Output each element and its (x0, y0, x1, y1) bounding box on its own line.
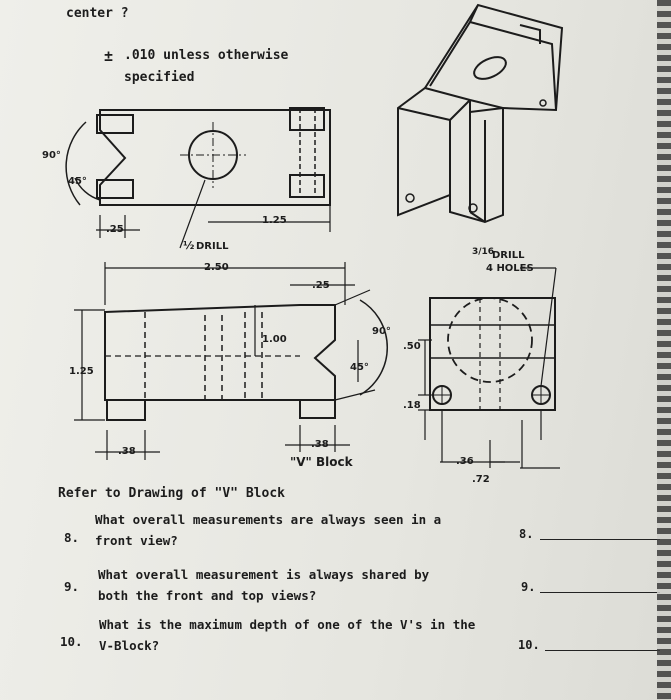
front-dim-38-left: .38 (118, 446, 136, 457)
question-10-line2: V-Block? (99, 638, 160, 653)
question-9-line2: both the front and top views? (98, 588, 317, 603)
front-angle-90: 90° (372, 326, 391, 337)
tolerance-symbol: ± (104, 47, 114, 65)
question-8-line1: What overall measurements are always see… (95, 512, 442, 527)
question-8-line2: front view? (95, 533, 178, 548)
top-angle-90: 90° (42, 150, 61, 161)
refer-text: Refer to Drawing of "V" Block (58, 486, 285, 501)
front-overall-width: 2.50 (204, 262, 229, 273)
side-dim-72: .72 (472, 474, 490, 485)
side-dim-18: .18 (403, 400, 421, 411)
front-dim-100: 1.00 (262, 334, 287, 345)
side-view (418, 267, 560, 469)
answer-10-line[interactable] (545, 650, 660, 651)
question-8-text: What overall measurements are always see… (95, 509, 441, 551)
front-angle-45: 45° (350, 362, 369, 373)
question-9-text: What overall measurement is always share… (98, 564, 429, 606)
top-angle-45: 45° (68, 176, 87, 187)
question-10-number: 10. (60, 634, 83, 649)
isometric-view (397, 3, 564, 224)
answer-10-label: 10. (518, 638, 540, 652)
top-drill-label: DRILL (196, 241, 229, 252)
notebook-spiral (657, 0, 671, 700)
side-drill-label: DRILL (492, 250, 525, 261)
header-text: center ? (66, 6, 129, 21)
front-view (74, 262, 388, 460)
question-8-number: 8. (64, 530, 80, 545)
tolerance-line1: .010 unless otherwise (124, 48, 289, 63)
side-dim-36: .36 (456, 456, 474, 467)
answer-8-line[interactable] (540, 539, 660, 540)
front-dim-38-bottom: .38 (311, 439, 329, 450)
drawing-caption: "V" Block (290, 455, 353, 469)
top-dim-125: 1.25 (262, 215, 287, 226)
front-height: 1.25 (69, 366, 94, 377)
question-9-number: 9. (64, 579, 80, 594)
question-10-text: What is the maximum depth of one of the … (99, 614, 475, 656)
answer-9-label: 9. (521, 580, 536, 594)
front-dim-25: .25 (312, 280, 330, 291)
question-10-line1: What is the maximum depth of one of the … (99, 617, 476, 632)
answer-9-line[interactable] (540, 592, 660, 593)
side-drill-frac: 3/16 (472, 247, 495, 257)
answer-8-label: 8. (519, 527, 534, 541)
top-dim-25: .25 (106, 224, 124, 235)
top-drill-prefix: ½ (183, 239, 195, 252)
side-holes-label: 4 HOLES (486, 263, 534, 274)
question-9-line1: What overall measurement is always share… (98, 567, 430, 582)
tolerance-line2: specified (124, 70, 195, 85)
side-dim-50: .50 (403, 341, 421, 352)
top-view (65, 107, 331, 249)
